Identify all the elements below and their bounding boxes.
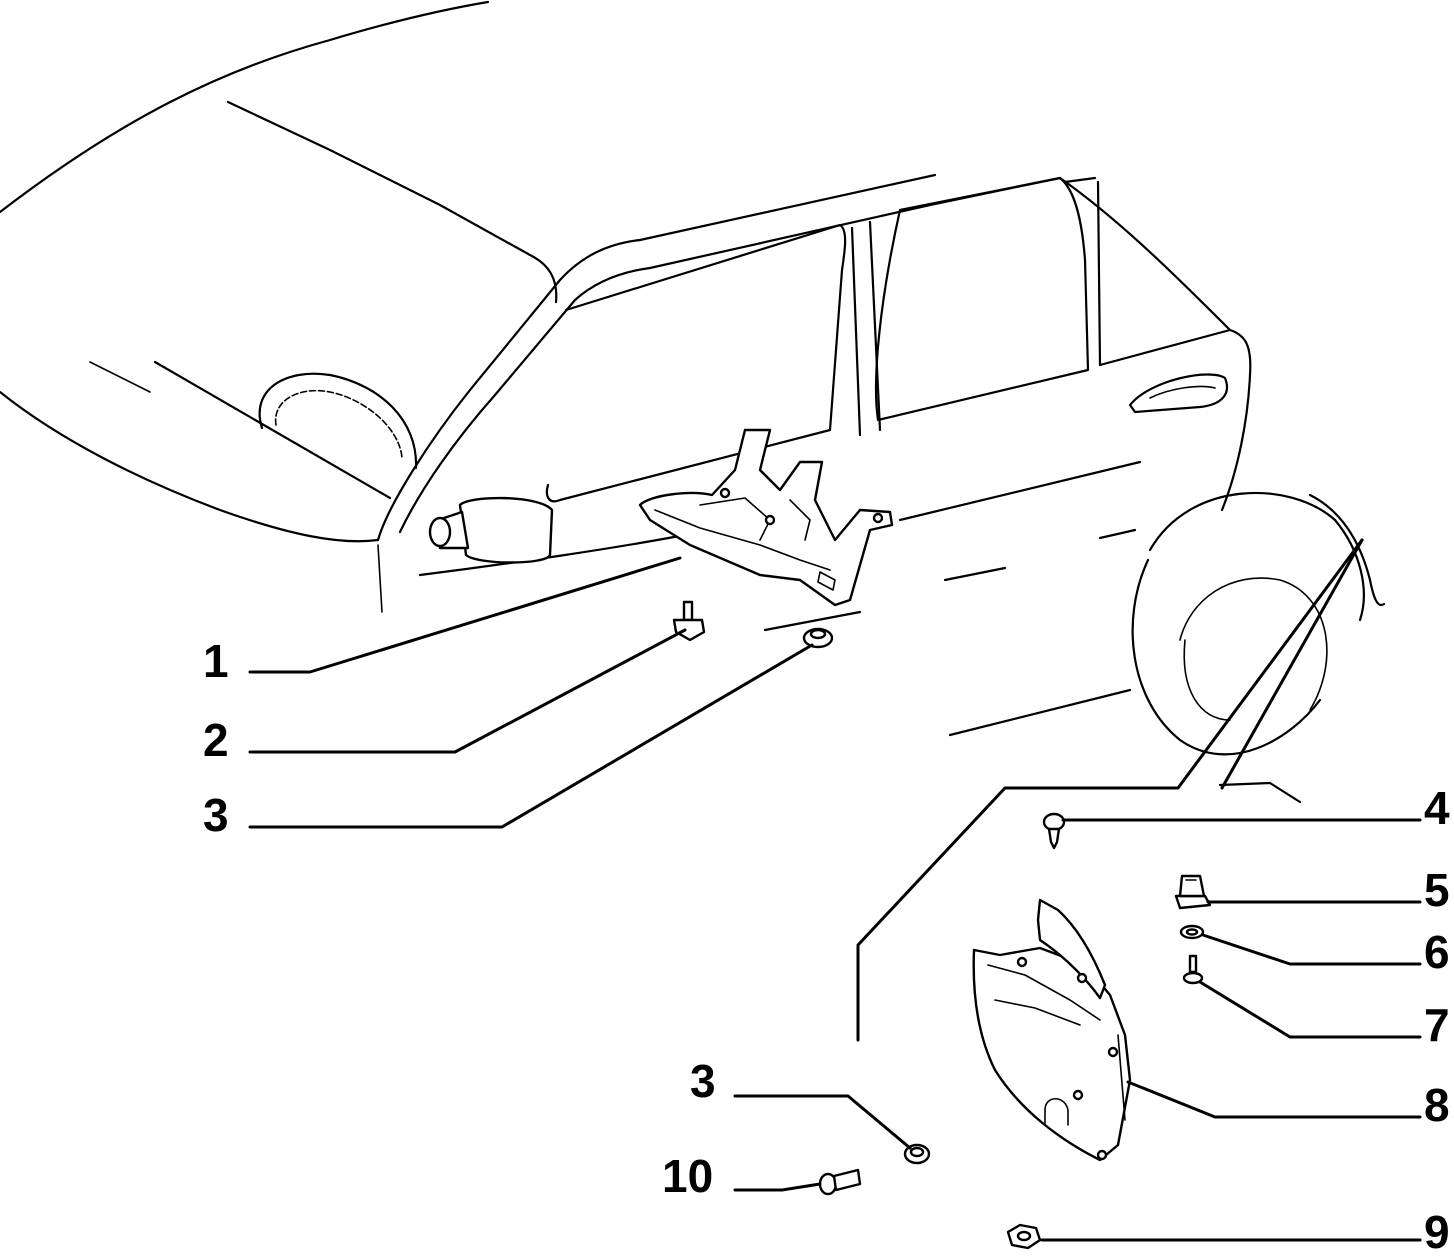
leader-2 bbox=[248, 628, 687, 754]
bolt-part-10 bbox=[818, 1168, 862, 1196]
car-body-outline bbox=[0, 0, 1386, 804]
callout-label-5: 5 bbox=[1424, 864, 1450, 916]
leader-lines bbox=[248, 538, 1422, 1242]
callout-label-7: 7 bbox=[1424, 999, 1450, 1051]
leader-7 bbox=[1198, 980, 1422, 1039]
callout-label-1: 1 bbox=[203, 635, 229, 687]
callout-label-8: 8 bbox=[1424, 1079, 1450, 1131]
grommet-part-3-lower bbox=[903, 1143, 931, 1165]
rivet-part-4 bbox=[1042, 812, 1066, 850]
leader-4-branch bbox=[856, 538, 1364, 1042]
callout-label-4: 4 bbox=[1424, 782, 1450, 834]
callout-label-2: 2 bbox=[203, 714, 229, 766]
leader-3-upper bbox=[248, 643, 814, 829]
callout-labels: 1 2 3 4 5 6 7 8 3 10 9 bbox=[203, 635, 1450, 1256]
callout-label-3-upper: 3 bbox=[203, 789, 229, 841]
screw-part-7 bbox=[1182, 954, 1204, 985]
mirror-bracket-part-1 bbox=[638, 428, 894, 607]
callout-label-10: 10 bbox=[662, 1150, 713, 1202]
leader-1 bbox=[248, 556, 682, 674]
washer-part-6 bbox=[1179, 924, 1205, 940]
nut-part-9 bbox=[1006, 1223, 1042, 1250]
callout-label-3-lower: 3 bbox=[690, 1055, 716, 1107]
leader-6 bbox=[1201, 933, 1422, 966]
callout-label-9: 9 bbox=[1424, 1206, 1450, 1256]
screw-part-2 bbox=[672, 600, 706, 642]
callout-label-6: 6 bbox=[1424, 926, 1450, 978]
splash-guard-part-8 bbox=[972, 898, 1132, 1162]
speed-nut-part-5 bbox=[1174, 874, 1212, 910]
grommet-part-3-upper bbox=[802, 627, 834, 649]
leader-10 bbox=[733, 1182, 822, 1192]
leader-3-lower bbox=[733, 1094, 912, 1150]
leader-4-branch-b bbox=[1220, 538, 1364, 790]
leader-8 bbox=[1126, 1080, 1422, 1119]
